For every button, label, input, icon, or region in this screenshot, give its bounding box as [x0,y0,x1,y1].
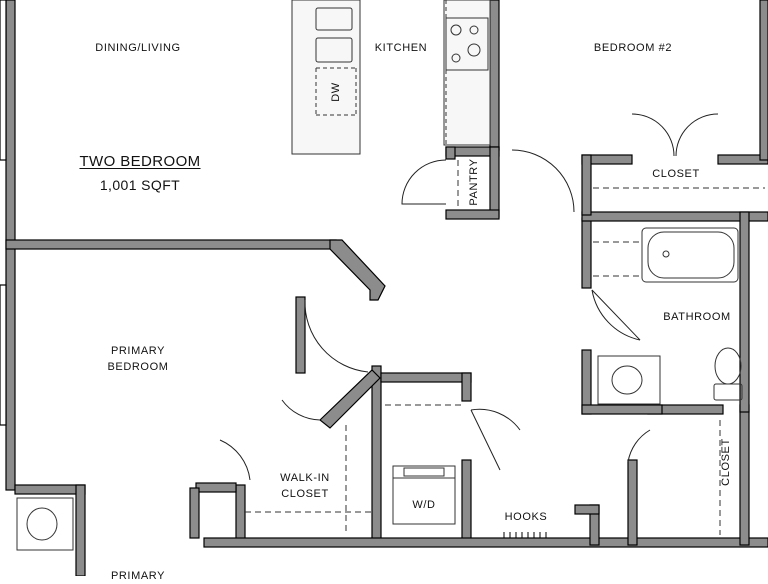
wall-laundry-right-lower [461,459,472,541]
wall-walkin-left [235,484,246,541]
wall-bath-left [581,217,592,289]
wall-bed2-left [489,0,500,151]
hooks-marks [503,532,547,538]
door-pantry [401,159,447,205]
toilet-tank [713,383,743,401]
wall-primary-door-post [295,296,306,374]
door-bed2-closet-right [675,113,719,157]
label-closet-hall: CLOSET [720,438,732,486]
wall-laundry-right [461,372,472,402]
wall-diagonal-living [329,239,386,301]
kitchen-counter [443,0,491,146]
door-bathroom [591,289,641,341]
kitchen-island [291,0,361,155]
wall-primary-bath-right [189,487,200,539]
wall-bath-top [581,211,768,222]
door-entry [511,149,575,213]
door-primary-bath [219,439,251,481]
label-hooks: HOOKS [504,511,548,523]
tub-drain [662,250,670,258]
label-dining-living: DINING/LIVING [95,42,181,54]
door-bathroom-leaf [591,289,641,341]
door-laundry [470,408,521,431]
label-primary-bedroom-2: BEDROOM [107,361,169,373]
primary-bath-vanity [16,497,74,551]
wall-bath-right [739,211,750,413]
label-dishwasher: DW [330,82,342,102]
wall-hall-closet-right [739,404,750,546]
window-left-lower [0,284,7,426]
wall-walkin-diagonal [319,369,381,429]
wall-bottom [203,537,768,548]
label-walkin-1: WALK-IN [280,472,330,484]
wd-panel [403,467,445,477]
doors [219,113,719,481]
door-bed2-closet-left [631,113,675,157]
burner-1 [450,24,462,36]
door-walkin [281,399,321,421]
bathtub-inner [647,231,735,279]
label-primary-bath-partial: PRIMARY [110,570,166,582]
wall-living-bottom [5,239,337,250]
door-laundry-leaf [470,409,501,471]
label-bathroom: BATHROOM [663,311,731,323]
wall-primary-bath-cab [75,484,86,576]
burner-4 [467,43,481,57]
burner-2 [469,25,479,35]
door-hall-closet [627,429,651,463]
sink-left [315,7,353,31]
bathtub [641,227,739,283]
wall-laundry-top [380,372,472,383]
wall-bottom-right-h [574,504,600,515]
wall-bed2-closet-left [581,154,592,216]
wall-bed2-right-diag [759,0,768,161]
primary-bath-sink [26,507,58,541]
wall-pantry-right [489,146,500,218]
wall-pantry-left [445,146,456,160]
plan-title: TWO BEDROOM [79,153,201,170]
door-primary [304,299,369,373]
bath-vanity [597,355,661,405]
label-walkin-2: CLOSET [281,488,329,500]
sink-right [315,37,353,63]
fixtures [16,0,765,551]
wall-bath-left-lower [581,349,592,415]
washer-dryer [392,465,456,525]
plan-area: 1,001 SQFT [99,177,181,193]
wall-bed2-bottom-right [717,154,768,165]
wall-hall-closet-left [627,459,638,546]
wall-bath-bottom [581,404,663,415]
label-bedroom-2: BEDROOM #2 [593,42,673,54]
label-washer-dryer: W/D [412,499,436,511]
wall-walkin-left-bottom [195,482,237,493]
burner-3 [451,53,461,63]
label-pantry: PANTRY [468,158,480,206]
window-left-upper [0,0,7,161]
label-kitchen: KITCHEN [374,42,428,54]
vanity-sink [611,365,643,395]
toilet-bowl [714,347,742,385]
wall-primary-bath-top [14,484,86,495]
wall-pantry-bottom [445,209,500,220]
label-primary-bedroom-1: PRIMARY [110,345,166,357]
label-closet-bedroom-2: CLOSET [652,168,700,180]
wall-walkin-top-right [371,365,382,541]
